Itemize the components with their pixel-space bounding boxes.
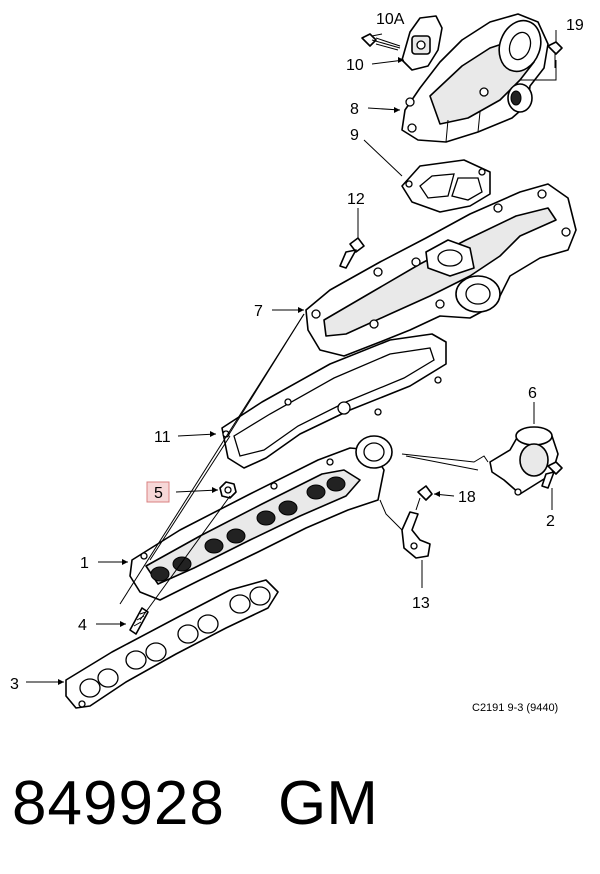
gasket-part-11 [221,333,447,469]
callout-1[interactable]: 1 [80,555,89,572]
callout-18[interactable]: 18 [458,489,476,506]
callout-3[interactable]: 3 [10,676,19,693]
gasket-part-3 [65,579,279,709]
callout-10[interactable]: 10 [346,57,364,74]
callout-12[interactable]: 12 [347,191,365,208]
bolt-part-19 [547,41,563,68]
bolt-part-18 [415,485,433,511]
exploded-parts-diagram: 10A 19 10 8 9 12 7 6 11 5 18 2 1 13 4 3 … [10,11,584,714]
bolt-part-2 [541,461,563,489]
bolt-part-10A [361,33,401,51]
callout-4[interactable]: 4 [78,617,87,634]
leader-arrowheads [58,57,440,685]
sensor-part-10 [401,15,443,71]
gasket-ports [79,586,271,698]
callout-7[interactable]: 7 [254,303,263,320]
part-number: 849928 [12,769,225,838]
callout-13[interactable]: 13 [412,595,430,612]
gasket-part-9 [401,159,491,213]
callout-8[interactable]: 8 [350,101,359,118]
upper-manifold-part-7 [305,183,577,357]
manifold-ports [150,476,346,582]
diagram-caption: C2191 9-3 (9440) [472,702,558,714]
callout-6[interactable]: 6 [528,385,537,402]
intake-elbow-part-8 [401,13,549,143]
callout-5[interactable]: 5 [154,485,163,502]
brand-name: GM [278,769,378,838]
lower-manifold-part-1 [129,435,393,601]
valve-part-6 [489,426,559,496]
callout-11[interactable]: 11 [154,429,171,446]
nut-part-5 [219,481,237,499]
callout-2[interactable]: 2 [546,513,555,530]
callout-10A[interactable]: 10A [376,11,405,28]
callout-highlight-5 [146,481,170,503]
callout-19[interactable]: 19 [566,17,584,34]
leader-lines [26,30,557,683]
bolt-part-12 [339,237,365,269]
callout-9[interactable]: 9 [350,127,359,144]
bracket-part-13 [379,499,431,559]
